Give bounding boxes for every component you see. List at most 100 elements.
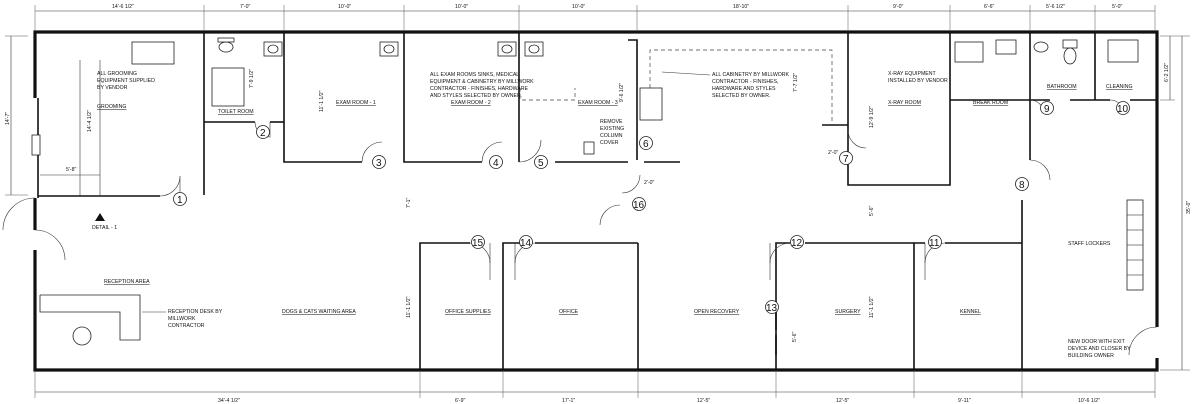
door-tag-12: 12 [791, 238, 803, 249]
equipment-cabinet [639, 87, 663, 121]
label-exam-room-1: EXAM ROOM - 1 [336, 100, 376, 106]
label-toilet-room: TOILET ROOM [218, 109, 254, 115]
door-tag-8: 8 [1019, 180, 1025, 191]
dim-top-9: 5'-6 1/2" [1046, 4, 1065, 10]
door-tag-13: 13 [766, 303, 778, 314]
reception-chair [72, 326, 92, 346]
dim-int-3: 7'-9 1/2" [249, 69, 255, 88]
detail-marker [95, 213, 105, 221]
note-cabinetry-4: SELECTED BY OWNER. [712, 93, 770, 99]
dim-top-10: 5'-0" [1112, 4, 1122, 10]
top-dimension-string: 14'-6 1/2" 7'-0" 10'-0" 10'-0" 10'-0" 18… [34, 4, 1156, 30]
dim-left: 14'-7" [5, 112, 11, 125]
note-cabinetry-1: ALL CABINETRY BY MILLWORK [712, 72, 790, 78]
grooming-tub [131, 41, 175, 65]
bottom-dimension-string: 34'-4 1/2" 6'-9" 17'-1" 12'-5" 12'-5" 9'… [34, 372, 1156, 404]
dim-bottom-7: 10'-6 1/2" [1078, 398, 1100, 404]
door-tag-1: 1 [177, 195, 183, 206]
dim-int-11: 11'-1 1/2" [406, 296, 412, 318]
room-labels: GROOMING TOILET ROOM EXAM ROOM - 1 EXAM … [97, 84, 1133, 315]
note-exam-2: EQUIPMENT & CABINETRY BY MILLWORK [430, 79, 534, 85]
side-dimension-strings: 14'-7" 6'-2 1/2" 35'-0" [5, 35, 1192, 371]
dim-int-2: 5'-8" [66, 167, 76, 173]
dim-top-1: 14'-6 1/2" [112, 4, 134, 10]
note-column-4: COVER [600, 140, 619, 146]
dim-int-7: 12'-9 1/2" [869, 106, 875, 128]
note-grooming-2: EQUIPMENT SUPPLIED [97, 78, 155, 84]
door-tag-16: 16 [633, 200, 645, 211]
dim-top-6: 18'-10" [733, 4, 749, 10]
note-reception-3: CONTRACTOR [168, 323, 205, 329]
dim-right-total: 35'-0" [1186, 201, 1192, 214]
column-cover [583, 141, 595, 155]
note-exam-1: ALL EXAM ROOMS SINKS, MEDICAL [430, 72, 519, 78]
label-office-supplies: OFFICE SUPPLIES [445, 309, 491, 315]
interior-walls-upper [38, 32, 1157, 197]
interior-dimensions: 14'-4 1/2" 5'-8" 7'-9 1/2" 11'-1 1/2" 9'… [66, 69, 875, 342]
door-tag-5: 5 [538, 158, 544, 169]
dim-int-14: 5'-6" [792, 332, 798, 342]
note-grooming-1: ALL GROOMING [97, 71, 137, 77]
label-reception-area: RECEPTION AREA [104, 279, 150, 285]
dim-bottom-3: 17'-1" [562, 398, 575, 404]
label-kennel: KENNEL [960, 309, 981, 315]
dim-top-3: 10'-0" [338, 4, 351, 10]
door-tag-15: 15 [472, 238, 484, 249]
dim-top-5: 10'-0" [572, 4, 585, 10]
door-tag-6: 6 [643, 139, 649, 150]
label-office: OFFICE [559, 309, 579, 315]
note-reception-1: RECEPTION DESK BY [168, 309, 223, 315]
door-tag-7: 7 [843, 154, 849, 165]
dim-int-13: 11'-1 1/2" [869, 296, 875, 318]
dim-int-6: 7'-7 1/2" [793, 73, 799, 92]
note-new-door-2: DEVICE AND CLOSER BY [1068, 346, 1131, 352]
label-bathroom: BATHROOM [1047, 84, 1077, 90]
dim-bottom-2: 6'-9" [455, 398, 465, 404]
dim-int-1: 14'-4 1/2" [87, 110, 93, 132]
label-staff-lockers: STAFF LOCKERS [1068, 241, 1111, 247]
label-exam-room-2: EXAM ROOM - 2 [451, 100, 491, 106]
fixtures [39, 37, 1144, 346]
note-cabinetry-2: CONTRACTOR - FINISHES, [712, 79, 778, 85]
label-xray-room: X-RAY ROOM [888, 100, 921, 106]
note-column-3: COLUMN [600, 133, 623, 139]
dim-int-4: 11'-1 1/2" [319, 90, 325, 112]
note-xray-2: INSTALLED BY VENDOR [888, 78, 948, 84]
dim-bottom-4: 12'-5" [697, 398, 710, 404]
dim-int-12: 5'-6" [869, 206, 875, 216]
dim-int-8: 2'-0" [644, 180, 654, 186]
mop-sink [1107, 39, 1139, 63]
dim-top-8: 6'-6" [984, 4, 994, 10]
dim-int-10: 7'-1" [406, 198, 412, 208]
label-surgery: SURGERY [835, 309, 861, 315]
label-open-recovery: OPEN RECOVERY [694, 309, 740, 315]
dim-top-2: 7'-0" [240, 4, 250, 10]
door-tag-11: 11 [929, 238, 940, 249]
note-grooming-3: BY VENDOR [97, 85, 128, 91]
dim-int-9: 2'-0" [828, 150, 838, 156]
reception-desk [39, 294, 141, 341]
note-exam-4: AND STYLES SELECTED BY OWNER. [430, 93, 522, 99]
label-break-room: BREAK ROOM [973, 100, 1008, 106]
note-xray-1: X-RAY EQUIPMENT [888, 71, 936, 77]
exterior-walls [31, 30, 1159, 372]
notes: ALL GROOMING EQUIPMENT SUPPLIED BY VENDO… [92, 71, 1131, 359]
door-tag-9: 9 [1044, 104, 1050, 115]
toilet [1062, 39, 1078, 49]
dim-top-4: 10'-0" [455, 4, 468, 10]
door-tag-2: 2 [260, 128, 266, 139]
note-column-2: EXISTING [600, 126, 624, 132]
dim-int-5: 9'-6 1/2" [619, 83, 625, 102]
label-waiting-area: DOGS & CATS WAITING AREA [282, 309, 356, 315]
break-room-sink [995, 39, 1017, 55]
dim-bottom-1: 34'-4 1/2" [218, 398, 240, 404]
note-cabinetry-3: HARDWARE AND STYLES [712, 86, 776, 92]
note-exam-3: CONTRACTOR - FINISHES, HARDWARE [430, 86, 529, 92]
door-tag-10: 10 [1117, 104, 1129, 115]
door-tags: 1 2 3 4 5 6 7 8 9 10 11 12 13 14 15 16 [173, 101, 1130, 314]
interior-walls-lower [419, 200, 1023, 370]
label-cleaning: CLEANING [1106, 84, 1133, 90]
note-detail: DETAIL - 1 [92, 225, 117, 231]
door-tag-3: 3 [376, 158, 382, 169]
label-exam-room-3: EXAM ROOM - 3 [578, 100, 618, 106]
